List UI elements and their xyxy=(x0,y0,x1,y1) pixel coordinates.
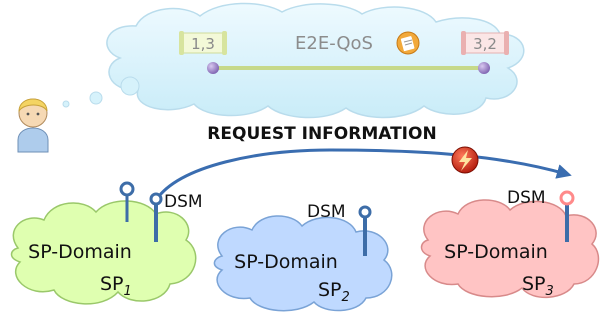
sp-domain-1-label: SP-Domain xyxy=(28,241,132,263)
sp-domain-2-cloud xyxy=(213,215,393,312)
sp-domain-3-dsm-head xyxy=(559,190,575,206)
thought-bubbles xyxy=(62,76,140,108)
qos-cloud-shape xyxy=(106,2,525,119)
sp-domain-3-dsm-label: DSM xyxy=(507,188,546,208)
qos-left-flag: 1,3 xyxy=(179,31,227,55)
sp-domain-1: SP-Domain SP1 DSM xyxy=(10,181,203,305)
sp-domain-2: SP-Domain SP2 DSM xyxy=(213,202,393,312)
sp-domain-1-dsm-label: DSM xyxy=(164,192,203,212)
sp-domain-3-label: SP-Domain xyxy=(444,241,548,263)
qos-left-flag-label: 1,3 xyxy=(191,35,215,53)
sp-domain-2-sp: SP2 xyxy=(318,279,350,305)
qos-title: E2E-QoS xyxy=(295,33,373,54)
qos-cloud: 1,3 E2E-QoS 3,2 xyxy=(106,2,525,119)
sp-domain-2-dsm-head xyxy=(358,205,372,219)
sp-domain-1-sp: SP1 xyxy=(100,273,132,299)
qos-right-flag: 3,2 xyxy=(461,31,509,55)
clipboard-icon xyxy=(396,31,420,55)
lightning-icon xyxy=(451,146,479,174)
qos-start-node xyxy=(207,62,219,74)
sp-domain-1-pin-head xyxy=(119,181,135,197)
sp-domain-2-label: SP-Domain xyxy=(234,251,338,273)
sp-domain-1-cloud xyxy=(10,200,197,305)
sp-domain-3-sp: SP3 xyxy=(522,273,554,299)
sp-domain-3-cloud xyxy=(420,199,600,299)
sp-domain-1-dsm-head xyxy=(149,192,163,206)
request-information-label: REQUEST INFORMATION xyxy=(207,124,436,144)
request-arrow xyxy=(154,148,572,201)
sp-domain-3: SP-Domain SP3 DSM xyxy=(420,188,600,299)
user-avatar-icon xyxy=(17,98,49,153)
qos-end-node xyxy=(478,62,490,74)
sp-domain-2-dsm-label: DSM xyxy=(307,202,346,222)
qos-right-flag-label: 3,2 xyxy=(473,35,497,53)
